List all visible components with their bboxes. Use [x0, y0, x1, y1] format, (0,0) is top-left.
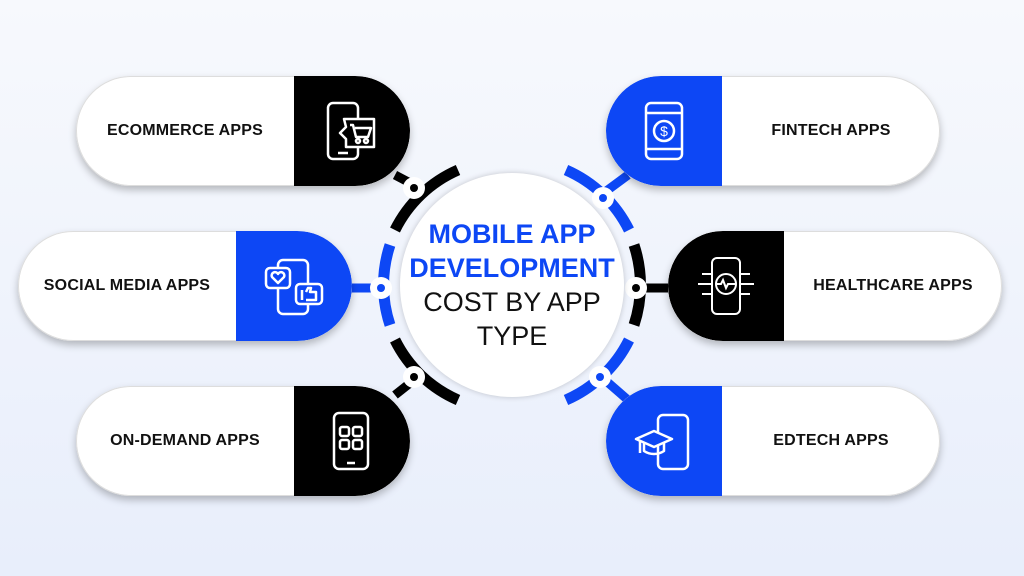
title-line: DEVELOPMENT	[409, 253, 615, 283]
title-line: TYPE	[476, 321, 548, 351]
center-title: MOBILE APP DEVELOPMENT COST BY APP TYPE	[400, 173, 624, 397]
phone-graduation-cap-icon	[606, 386, 722, 496]
title-line: COST BY APP	[423, 287, 601, 317]
item-on-demand: ON-DEMAND APPS	[76, 386, 410, 496]
item-label: ECOMMERCE APPS	[106, 122, 263, 139]
item-ecommerce: ECOMMERCE APPS	[76, 76, 410, 186]
phone-heartbeat-icon	[668, 231, 784, 341]
title-line: MOBILE APP	[428, 219, 596, 249]
svg-text:$: $	[660, 123, 668, 139]
item-fintech: $ FINTECH APPS	[606, 76, 940, 186]
phone-cart-icon	[294, 76, 410, 186]
item-label: HEALTHCARE APPS	[813, 277, 973, 294]
phone-dollar-icon: $	[606, 76, 722, 186]
item-label: EDTECH APPS	[773, 432, 889, 449]
item-healthcare: HEALTHCARE APPS	[668, 231, 1002, 341]
phone-like-heart-icon	[236, 231, 352, 341]
item-label: SOCIAL MEDIA APPS	[43, 277, 211, 294]
connector-dots	[370, 177, 647, 388]
item-label: FINTECH APPS	[771, 122, 891, 139]
item-edtech: EDTECH APPS	[606, 386, 940, 496]
phone-grid-icon	[294, 386, 410, 496]
item-social-media: SOCIAL MEDIA APPS	[18, 231, 352, 341]
item-label: ON-DEMAND APPS	[110, 432, 260, 449]
